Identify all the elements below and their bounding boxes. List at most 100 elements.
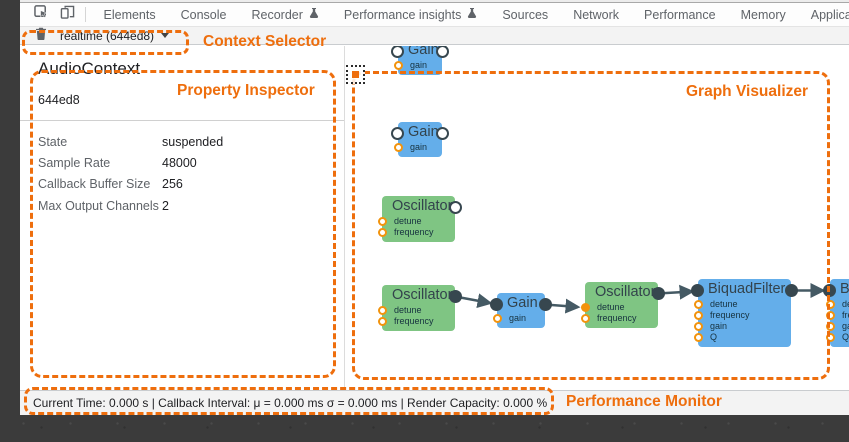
node-param-q: Q xyxy=(694,332,787,343)
tab-performance[interactable]: Performance xyxy=(632,3,729,26)
param-port xyxy=(826,300,835,309)
inspect-element-button[interactable] xyxy=(28,4,54,26)
node-param-frequency: frequency xyxy=(694,310,787,321)
param-port xyxy=(694,322,703,331)
node-param-frequency: frequency xyxy=(826,310,849,321)
context-selector-dropdown[interactable]: realtime (644ed8) xyxy=(60,28,155,43)
tab-label: Elements xyxy=(103,7,156,22)
output-port xyxy=(785,284,798,297)
param-port xyxy=(694,300,703,309)
param-port xyxy=(694,333,703,342)
param-port xyxy=(378,217,387,226)
output-port xyxy=(449,201,462,214)
node-param-frequency: frequency xyxy=(378,316,451,327)
node-param-q: Q xyxy=(826,332,849,343)
property-value: 2 xyxy=(162,198,169,213)
tab-elements[interactable]: Elements xyxy=(91,3,168,26)
input-port xyxy=(490,298,503,311)
input-port xyxy=(391,127,404,140)
property-value: 256 xyxy=(162,177,183,192)
device-toolbar-icon xyxy=(60,5,75,24)
param-port xyxy=(378,228,387,237)
param-port xyxy=(826,311,835,320)
node-param-detune: detune xyxy=(694,299,787,310)
tab-console[interactable]: Console xyxy=(168,3,239,26)
param-port xyxy=(378,306,387,315)
node-param-gain: gain xyxy=(394,142,438,153)
param-port xyxy=(378,317,387,326)
flask-icon xyxy=(309,7,319,22)
output-port xyxy=(436,127,449,140)
output-port xyxy=(436,46,449,58)
tab-network[interactable]: Network xyxy=(561,3,632,26)
tab-strip: Elements Console Recorder Performance insig… xyxy=(91,3,849,26)
node-title: Gain xyxy=(507,295,538,311)
property-value: 48000 xyxy=(162,155,197,170)
tab-label: Console xyxy=(180,7,227,22)
property-label: Callback Buffer Size xyxy=(38,177,151,192)
node-param-frequency: frequency xyxy=(378,227,451,238)
node-title: Gain xyxy=(408,46,439,58)
performance-monitor-bar: Current Time: 0.000 s | Callback Interva… xyxy=(20,390,849,415)
property-label: Sample Rate xyxy=(38,155,111,170)
node-param-detune: detune xyxy=(378,216,451,227)
property-label: State xyxy=(38,134,68,149)
input-port xyxy=(391,46,404,58)
input-port xyxy=(823,284,836,297)
node-title: Oscillator xyxy=(392,198,453,214)
output-port xyxy=(652,287,665,300)
node-param-list: gain xyxy=(493,313,545,328)
performance-stats-text: Current Time: 0.000 s | Callback Interva… xyxy=(33,396,548,410)
devtools-tab-bar: Elements Console Recorder Performance insig… xyxy=(20,3,849,27)
tab-application[interactable]: Application xyxy=(798,3,849,26)
context-type-title: AudioContext xyxy=(38,59,141,78)
toolbar-separator xyxy=(85,7,86,22)
param-port xyxy=(394,61,403,70)
node-param-detune: detune xyxy=(378,305,451,316)
tab-sources[interactable]: Sources xyxy=(490,3,561,26)
trash-icon xyxy=(35,27,47,45)
tab-label: Application xyxy=(810,7,849,22)
node-title: BiquadFilter xyxy=(708,281,786,297)
tab-memory[interactable]: Memory xyxy=(728,3,798,26)
flask-icon xyxy=(467,7,477,22)
tab-performance-insights[interactable]: Performance insights xyxy=(331,3,489,26)
node-title: Gain xyxy=(408,124,439,140)
param-port xyxy=(826,333,835,342)
tab-label: Performance xyxy=(644,7,716,22)
param-port xyxy=(581,303,590,312)
tab-label: Sources xyxy=(502,7,549,22)
node-title: Oscillator xyxy=(595,284,656,300)
output-port xyxy=(449,290,462,303)
clear-contexts-button[interactable] xyxy=(33,25,49,47)
inspect-cursor-icon xyxy=(33,5,49,24)
input-port xyxy=(691,284,704,297)
property-row-callback-buffer-size: Callback Buffer Size 256 xyxy=(38,174,326,195)
node-param-gain: gain xyxy=(694,321,787,332)
node-param-gain: gain xyxy=(826,321,849,332)
param-port xyxy=(581,314,590,323)
webaudio-toolbar: realtime (644ed8) xyxy=(20,27,849,45)
tab-recorder[interactable]: Recorder xyxy=(239,3,331,26)
node-param-list: gain xyxy=(394,142,442,157)
node-param-gain: gain xyxy=(493,313,541,324)
device-toolbar-button[interactable] xyxy=(54,4,80,26)
devtools-window: Elements Console Recorder Performance insig… xyxy=(20,0,849,415)
tab-label: Recorder xyxy=(251,7,303,22)
tab-label: Performance insights xyxy=(343,7,462,22)
inspector-divider xyxy=(20,120,344,121)
